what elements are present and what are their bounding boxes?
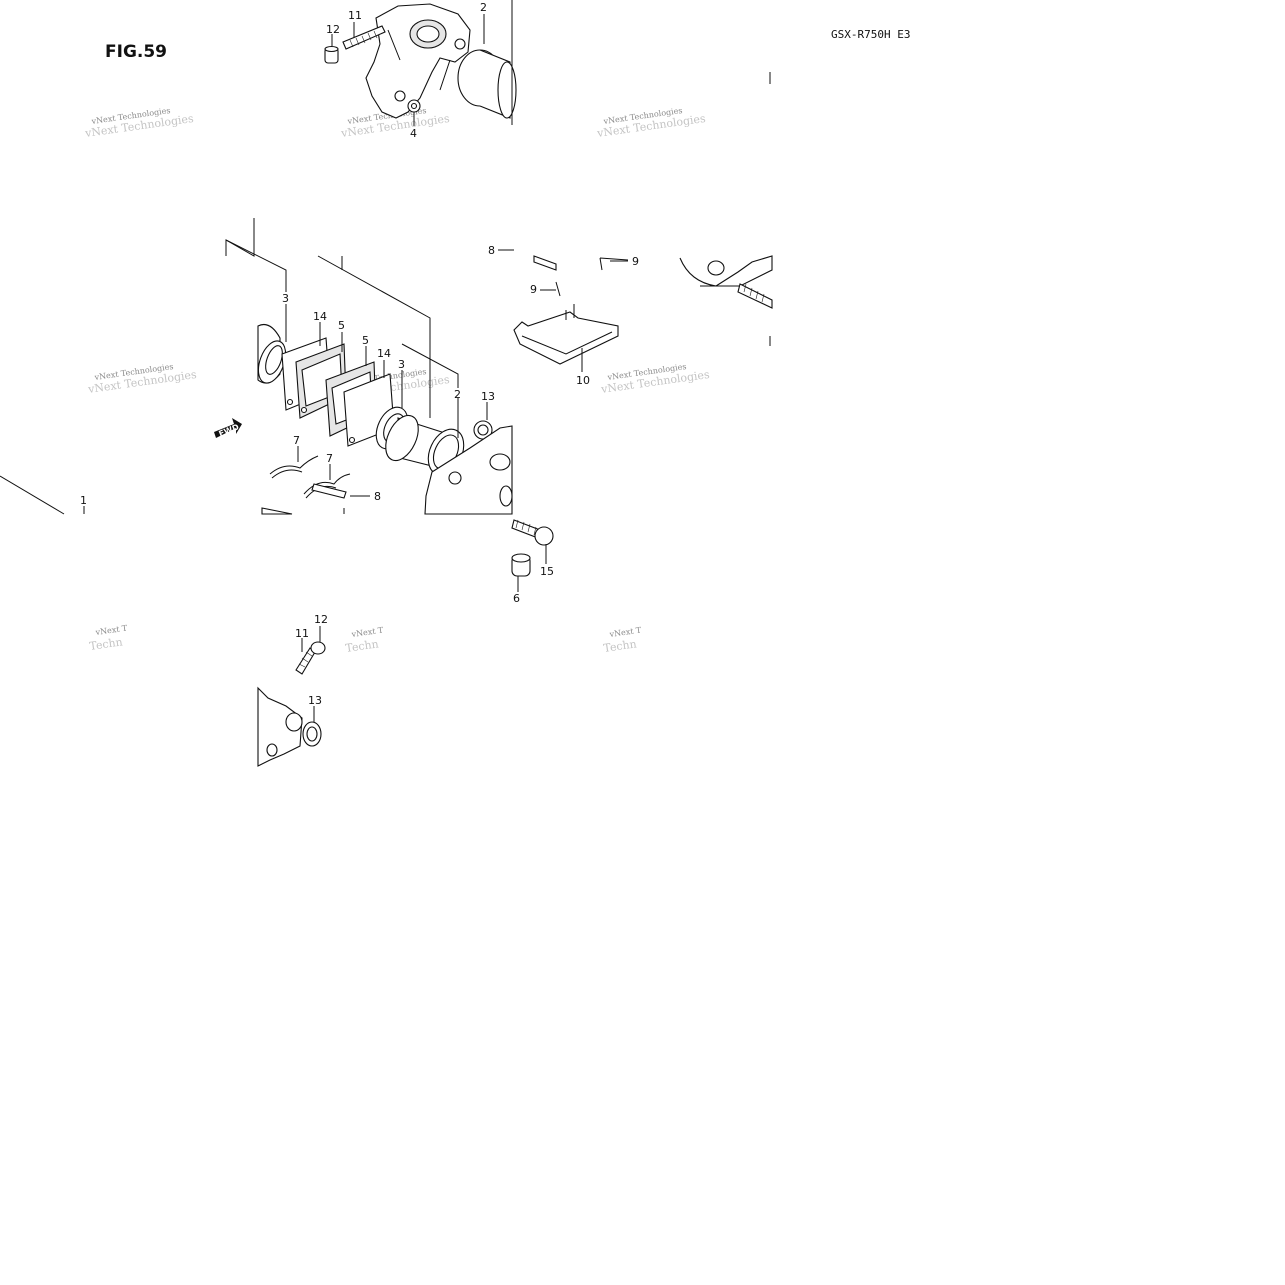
callout-1: 1 (80, 494, 87, 507)
left-piston-seal (257, 323, 287, 384)
bracket-lines (225, 218, 459, 418)
callout-14-b: 14 (377, 347, 391, 360)
caliper-right-fragment (679, 255, 773, 346)
watermark: vNext Technologies vNext Technologies (595, 106, 706, 140)
model-code: GSX-R750H E3 (831, 28, 910, 41)
watermark: vNext Technologies vNext Technologies (83, 106, 194, 140)
callout-12-bottom: 12 (314, 613, 328, 626)
bleeder-cap-bottom (310, 641, 326, 655)
callout-10: 10 (576, 374, 590, 387)
callout-5-a: 5 (338, 319, 345, 332)
clip-9-b (540, 281, 561, 297)
callout-8-bottom: 8 (374, 490, 381, 503)
callout-15: 15 (540, 565, 554, 578)
watermark-fragment: vNext T (94, 624, 128, 638)
callout-4: 4 (410, 127, 417, 140)
watermark: vNext Technologies vNext Technologies (599, 362, 710, 396)
watermark: vNext T Techn (345, 626, 385, 655)
mount-line (0, 475, 65, 515)
callout-14-a: 14 (313, 310, 327, 323)
figure-label: FIG.59 (105, 42, 167, 62)
callout-5-b: 5 (362, 334, 369, 347)
watermark-fragment: vNext T (608, 626, 642, 640)
callout-13-mid: 13 (481, 390, 495, 403)
bolt-15 (511, 519, 554, 546)
callout-9-b: 9 (530, 283, 537, 296)
callout-8-top: 8 (488, 244, 495, 257)
caliper-body-mid (424, 425, 513, 515)
callout-11-top: 11 (348, 9, 362, 22)
callout-11-bottom: 11 (295, 627, 309, 640)
callout-leaders (285, 14, 628, 722)
clip-9-a (599, 257, 629, 271)
callout-numbers: 11 12 2 4 3 14 5 5 14 3 2 13 7 7 8 1 8 9… (80, 1, 639, 707)
pad-pin-8-bottom (261, 483, 347, 515)
pad-retainer-10 (513, 304, 619, 365)
callout-6: 6 (513, 592, 520, 605)
watermark: vNext T Techn (603, 626, 643, 655)
callout-9-a: 9 (632, 255, 639, 268)
watermark-shadow-fragment: Techn (603, 637, 638, 655)
pad-spring-7-a (269, 455, 319, 479)
callout-3-mid: 3 (398, 358, 405, 371)
callout-13-bottom: 13 (308, 694, 322, 707)
watermark-fragment: vNext T (350, 626, 384, 640)
callout-2-mid: 2 (454, 388, 461, 401)
callout-3-left: 3 (282, 292, 289, 305)
watermark: vNext Technologies vNext Technologies (86, 362, 197, 396)
callout-2-top: 2 (480, 1, 487, 14)
dust-seal-13-mid (473, 420, 493, 440)
dust-seal-13-bottom (302, 721, 322, 747)
watermark: vNext T Techn (89, 624, 129, 653)
pad-pin-8-top (533, 255, 557, 271)
caliper-bottom-fragment (257, 686, 303, 767)
caliper-top-housing (365, 3, 471, 119)
callout-12-top: 12 (326, 23, 340, 36)
bleeder-screw-top (342, 25, 386, 50)
watermark-shadow-fragment: Techn (345, 637, 380, 655)
callout-7-a: 7 (293, 434, 300, 447)
washer-6 (511, 553, 531, 577)
bleeder-cap-top (324, 45, 339, 64)
fwd-label: FWD (217, 422, 240, 438)
watermarks: vNext Technologies vNext Technologies vN… (83, 106, 710, 655)
piston-top (457, 49, 517, 119)
washer-4 (407, 99, 421, 113)
watermark-shadow-fragment: Techn (89, 635, 124, 653)
callout-7-b: 7 (326, 452, 333, 465)
fwd-arrow: FWD (214, 418, 242, 439)
